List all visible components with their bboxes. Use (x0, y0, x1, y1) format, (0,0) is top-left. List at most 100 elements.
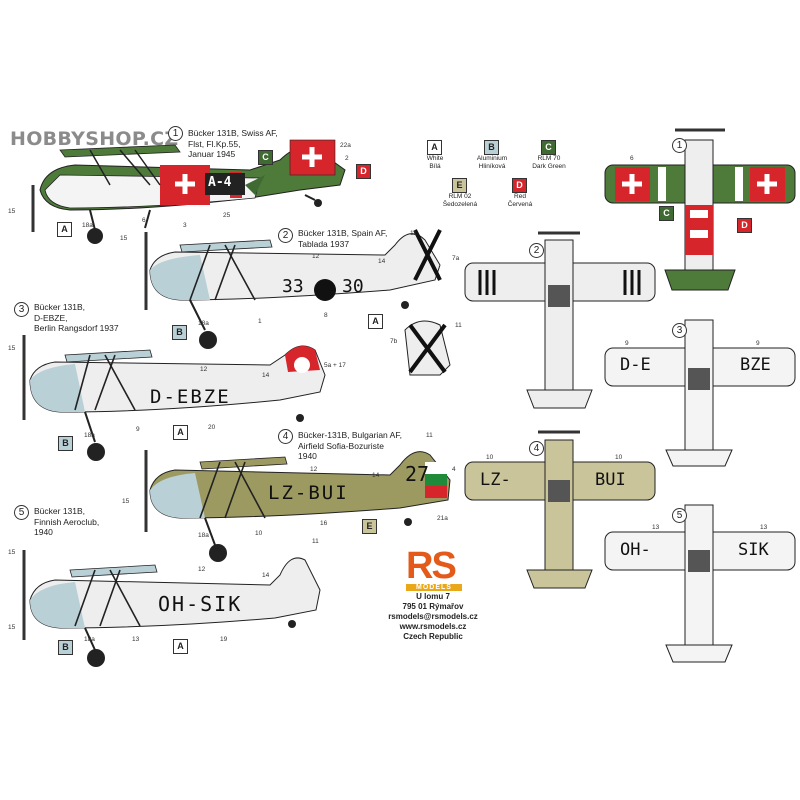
plan-5-code-left: OH- (620, 540, 651, 560)
logo-brand: RS (406, 545, 457, 587)
plan-view-1 (604, 128, 796, 291)
callout: 22a (340, 142, 351, 149)
callout: 2 (345, 155, 349, 162)
rs-models-logo: RS MODELS (406, 545, 462, 591)
color-chip-b: B (58, 640, 73, 655)
callout: 1 (258, 318, 262, 325)
address-line: www.rsmodels.cz (399, 622, 467, 631)
callout: 21a (437, 515, 448, 522)
callout: 12 (200, 366, 208, 373)
legend-chip-c: C (541, 140, 556, 155)
callout: 11 (410, 230, 417, 237)
callout: 6 (630, 155, 634, 162)
color-chip-d: D (737, 218, 752, 233)
callout: 18a (198, 532, 209, 539)
callout: 15 (122, 498, 130, 505)
callout: 10 (486, 454, 494, 461)
scheme-caption-5: Bücker 131B, Finnish Aeroclub, 1940 (34, 506, 100, 537)
callout: 15 (8, 624, 16, 631)
callout: 8 (324, 312, 328, 319)
address-line: Czech Republic (403, 632, 463, 641)
code-plane-4: LZ-BUI (268, 482, 349, 504)
callout: 25 (223, 212, 231, 219)
callout: 11 (426, 432, 433, 439)
plan-view-5 (604, 504, 796, 663)
callout: 7b (390, 338, 398, 345)
callout: 14 (372, 472, 380, 479)
logo-sub: MODELS (406, 584, 462, 591)
callout: 12 (310, 466, 318, 473)
color-chip-e: E (362, 519, 377, 534)
code-plane-1: A-4 (208, 175, 232, 190)
scheme-number-4: 4 (278, 429, 293, 444)
color-chip-b: B (172, 325, 187, 340)
side-plane-1 (31, 139, 346, 244)
plan-number-3: 3 (672, 323, 687, 338)
side-plane-5 (22, 550, 321, 667)
color-chip-c: C (659, 206, 674, 221)
callout: 13 (132, 636, 140, 643)
callout: 6 (142, 217, 146, 224)
legend-chip-b: B (484, 140, 499, 155)
plan-5-code-right: SIK (738, 540, 769, 560)
address-line: rsmodels@rsmodels.cz (388, 612, 478, 621)
color-chip-a: A (57, 222, 72, 237)
callout: 11 (312, 538, 319, 545)
callout: 15 (8, 345, 16, 352)
tail-detail-7b (404, 320, 451, 376)
callout: 18a (84, 636, 95, 643)
color-chip-a: A (173, 639, 188, 654)
callout: 16 (320, 520, 328, 527)
plan-view-2 (464, 231, 656, 409)
plan-3-code-left: D-E (620, 355, 651, 375)
code-plane-3: D-EBZE (150, 386, 231, 408)
callout: 9 (136, 426, 140, 433)
callout: 18a (84, 432, 95, 439)
legend-chip-d: D (512, 178, 527, 193)
plan-number-2: 2 (529, 243, 544, 258)
color-chip-d: D (356, 164, 371, 179)
address-line: 795 01 Rýmařov (402, 602, 464, 611)
side-plane-2 (144, 229, 442, 349)
callout: 14 (378, 258, 386, 265)
address-block: U lomu 7 795 01 Rýmařov rsmodels@rsmodel… (378, 592, 488, 642)
scheme-number-2: 2 (278, 228, 293, 243)
callout: 3 (183, 222, 187, 229)
color-chip-a: A (368, 314, 383, 329)
callout: 18a (198, 320, 209, 327)
scheme-caption-1: Bücker 131B, Swiss AF, Flst, Fl.Kp.55, J… (188, 128, 278, 159)
callout: 14 (262, 372, 270, 379)
callout: 11 (455, 322, 462, 329)
scheme-caption-4: Bücker-131B, Bulgarian AF, Airfield Sofi… (298, 430, 402, 461)
plan-view-4 (464, 430, 656, 589)
watermark: HOBBYSHOP.CZ (10, 128, 179, 150)
callout: 12 (198, 566, 206, 573)
color-chip-c: C (258, 150, 273, 165)
scheme-number-5: 5 (14, 505, 29, 520)
legend-chip-e: E (452, 178, 467, 193)
callout: 10 (615, 454, 623, 461)
callout: 19 (220, 636, 228, 643)
side-plane-4 (144, 450, 451, 562)
code-plane-2-left: 33 (282, 276, 304, 297)
side-plane-3 (22, 335, 326, 461)
callout: 10 (255, 530, 263, 537)
scheme-caption-2: Bücker 131B, Spain AF, Tablada 1937 (298, 228, 388, 249)
plan-view-3 (604, 319, 796, 467)
code-plane-2-right: 30 (342, 276, 364, 297)
plan-number-4: 4 (529, 441, 544, 456)
callout: 15 (120, 235, 128, 242)
plan-4-code-right: BUI (595, 470, 626, 490)
scheme-number-1: 1 (168, 126, 183, 141)
tail-code-plane-4: 27 (405, 462, 430, 486)
callout: 18a (82, 222, 93, 229)
callout: 20 (208, 424, 216, 431)
plan-3-code-right: BZE (740, 355, 771, 375)
